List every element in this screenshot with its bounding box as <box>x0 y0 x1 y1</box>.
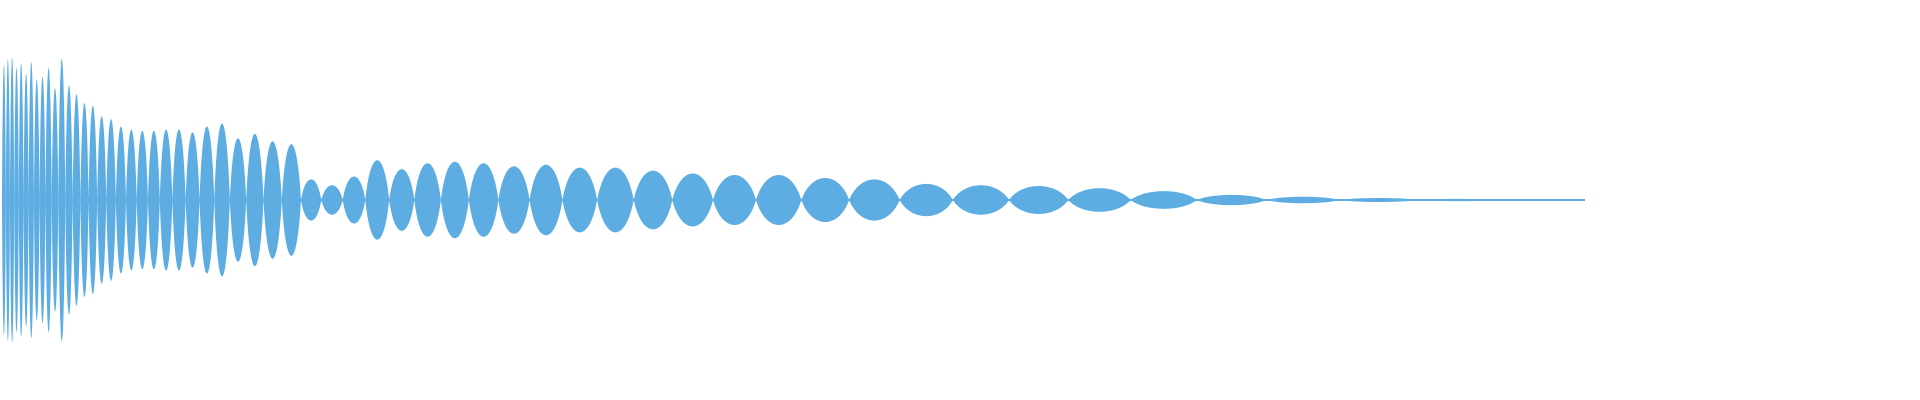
waveform-centerline <box>2 199 1585 201</box>
